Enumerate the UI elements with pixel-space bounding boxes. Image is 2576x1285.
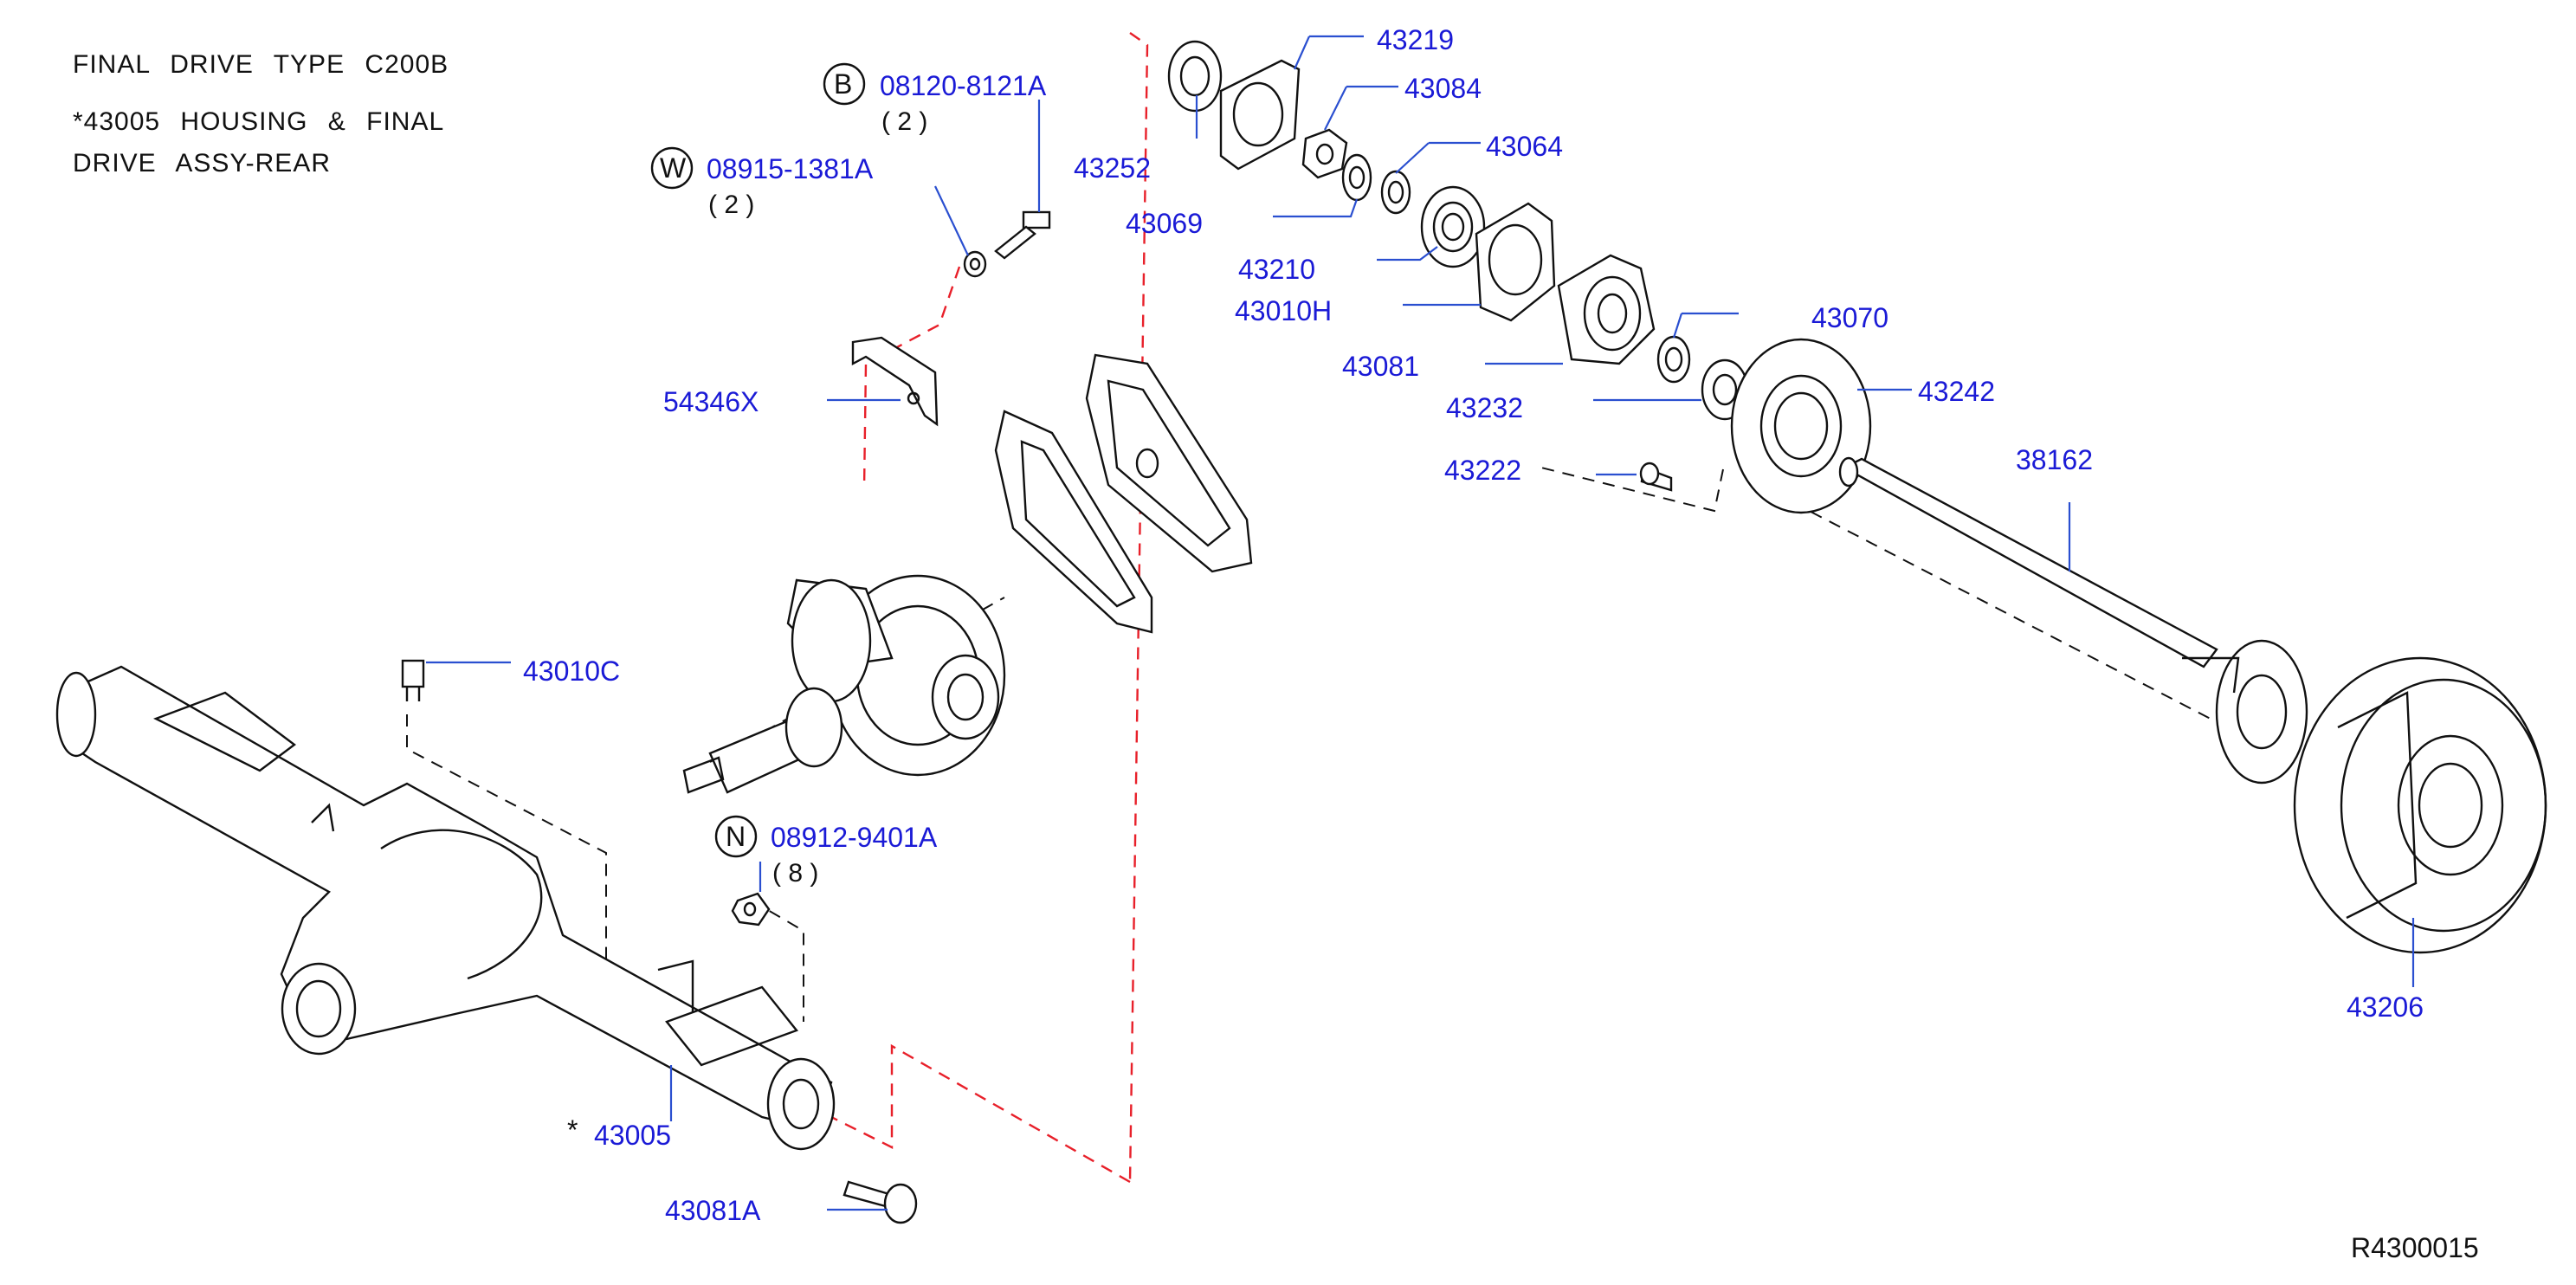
cover-washer <box>963 250 987 278</box>
backing-plate <box>1730 338 1872 514</box>
callout-43242: 43242 <box>1918 376 1995 407</box>
bearing-cage <box>1475 202 1556 322</box>
callout-43010C: 43010C <box>523 655 620 687</box>
cover-bolt <box>994 210 1051 260</box>
asterisk-marker: * <box>567 1114 578 1146</box>
callout-43070: 43070 <box>1811 302 1888 333</box>
axle-shaft <box>1838 456 2308 785</box>
bearing-retainer <box>1557 254 1656 365</box>
callout-43210: 43210 <box>1238 254 1315 285</box>
differential-assembly <box>682 574 1006 794</box>
oil-seal <box>1167 40 1223 113</box>
callout-43206: 43206 <box>2347 991 2424 1023</box>
housing-bolt <box>843 1180 918 1224</box>
rear-cover <box>1085 353 1253 573</box>
cover-nut <box>731 892 771 927</box>
washer-quantity: ( 2 ) <box>708 190 754 219</box>
fastener-nut-callout: N 08912-9401A ( 8 ) <box>714 815 938 888</box>
breather <box>401 659 425 701</box>
nut-part-number: 08912-9401A <box>771 822 938 853</box>
callout-43081: 43081 <box>1342 351 1419 382</box>
mounting-bracket <box>851 336 939 427</box>
hub-bolt <box>1639 462 1673 492</box>
callout-43005: 43005 <box>594 1120 671 1151</box>
axle-housing <box>55 665 836 1151</box>
bearing-gasket <box>1219 59 1301 171</box>
callout-43222: 43222 <box>1444 455 1521 486</box>
callout-54346X: 54346X <box>663 386 759 417</box>
red-alignment-lines <box>830 32 1149 1184</box>
callout-43010H: 43010H <box>1235 295 1332 326</box>
callout-43232: 43232 <box>1446 392 1523 423</box>
callout-43252: 43252 <box>1074 152 1151 184</box>
fastener-bolt-callout: B 08120-8121A ( 2 ) <box>823 62 1047 136</box>
diagram-title: FINAL DRIVE TYPE C200B <box>73 50 449 79</box>
callout-43084: 43084 <box>1404 73 1482 104</box>
callout-43064: 43064 <box>1486 131 1563 162</box>
nut-quantity: ( 8 ) <box>772 859 818 888</box>
washer-part-number: 08915-1381A <box>707 153 874 184</box>
callout-43069: 43069 <box>1126 208 1203 239</box>
wheel-bearing <box>1420 185 1486 268</box>
callout-43081A: 43081A <box>665 1195 761 1226</box>
nut-symbol: N <box>726 821 746 852</box>
brake-drum <box>2293 656 2547 954</box>
bolt-part-number: 08120-8121A <box>880 70 1047 101</box>
assembly-note-line1: *43005 HOUSING & FINAL <box>73 107 445 136</box>
inner-seal <box>1656 335 1691 384</box>
fastener-washer-callout: W 08915-1381A ( 2 ) <box>650 146 874 219</box>
leader-lines <box>426 35 2415 1211</box>
spacer <box>1380 170 1411 215</box>
bolt-symbol: B <box>834 68 852 100</box>
assembly-note-line2: DRIVE ASSY-REAR <box>73 149 331 178</box>
lock-nut <box>1301 128 1348 179</box>
cover-gasket <box>994 410 1153 634</box>
reference-code: R4300015 <box>2351 1232 2479 1263</box>
callout-38162: 38162 <box>2016 444 2093 475</box>
lock-washer <box>1341 153 1372 202</box>
callout-43219: 43219 <box>1377 24 1454 55</box>
washer-symbol: W <box>660 152 687 184</box>
bolt-quantity: ( 2 ) <box>881 107 927 136</box>
